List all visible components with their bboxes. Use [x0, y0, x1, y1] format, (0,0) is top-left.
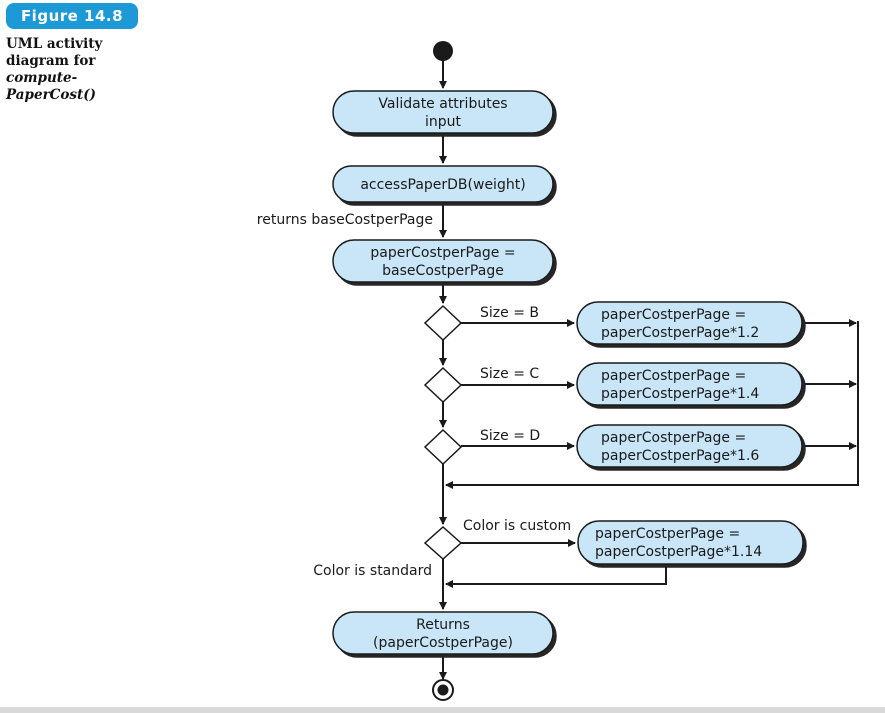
start-node	[433, 41, 453, 61]
caption-line-4: PaperCost()	[6, 87, 97, 103]
returns-line-2: (paperCostperPage)	[373, 635, 513, 651]
assign-base-line-2: baseCostperPage	[382, 263, 504, 279]
caption-line-2: diagram for	[6, 53, 96, 69]
figure-badge: Figure 14.8	[6, 3, 138, 29]
validate-line-2: input	[425, 114, 462, 130]
validate-line-1: Validate attributes	[378, 96, 507, 112]
action-returns: Returns (paperCostperPage)	[332, 611, 554, 655]
action-size-c: paperCostperPage = paperCostperPage*1.4	[576, 362, 803, 406]
action-size-b: paperCostperPage = paperCostperPage*1.2	[576, 301, 803, 345]
bottom-strip	[0, 707, 885, 713]
flow-color-action-back	[445, 567, 667, 588]
size-d-line-2: paperCostperPage*1.6	[601, 448, 759, 464]
action-assign-base: paperCostperPage = baseCostperPage	[332, 239, 554, 283]
action-access-paper-db: accessPaperDB(weight)	[332, 165, 554, 203]
returns-line-1: Returns	[416, 617, 470, 633]
label-color-standard: Color is standard	[313, 563, 432, 579]
decision-color	[423, 525, 463, 561]
size-b-line-1: paperCostperPage =	[601, 307, 746, 323]
caption-line-3: compute-	[6, 70, 78, 86]
action-color-custom: paperCostperPage = paperCostperPage*1.14	[577, 520, 804, 565]
color-line-2: paperCostperPage*1.14	[595, 544, 762, 560]
caption-line-1: UML activity	[6, 36, 103, 52]
merge-line-right	[445, 321, 859, 489]
action-size-d: paperCostperPage = paperCostperPage*1.6	[576, 424, 803, 468]
label-size-b: Size = B	[480, 305, 539, 321]
label-size-c: Size = C	[480, 366, 539, 382]
size-c-line-1: paperCostperPage =	[601, 368, 746, 384]
size-c-line-2: paperCostperPage*1.4	[601, 386, 759, 402]
label-color-custom: Color is custom	[463, 518, 571, 534]
end-node	[432, 679, 454, 701]
access-line-1: accessPaperDB(weight)	[360, 177, 525, 193]
label-size-d: Size = D	[480, 428, 540, 444]
figure-caption: UML activity diagram for compute- PaperC…	[6, 36, 131, 104]
assign-base-line-1: paperCostperPage =	[370, 245, 515, 261]
decision-size-d	[423, 428, 463, 466]
size-d-line-1: paperCostperPage =	[601, 430, 746, 446]
size-b-line-2: paperCostperPage*1.2	[601, 325, 759, 341]
decision-size-b	[423, 304, 463, 342]
decision-size-c	[423, 366, 463, 404]
color-line-1: paperCostperPage =	[595, 526, 740, 542]
action-validate-input: Validate attributes input	[332, 90, 554, 134]
label-returns-base: returns baseCostperPage	[257, 212, 433, 228]
